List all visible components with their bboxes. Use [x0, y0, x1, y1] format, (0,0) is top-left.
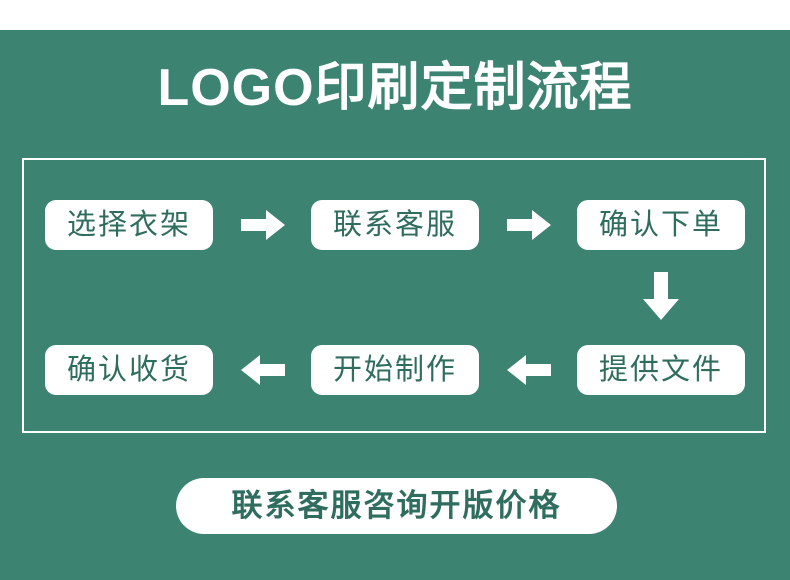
arrow-left-icon — [241, 355, 285, 385]
arrow-down-icon — [643, 272, 679, 320]
arrow-right-icon — [241, 210, 285, 240]
step-box-start-production[interactable]: 开始制作 — [311, 345, 479, 395]
top-white-strip — [0, 0, 790, 30]
arrow-left-icon — [507, 355, 551, 385]
contact-service-price-button[interactable]: 联系客服咨询开版价格 — [176, 478, 617, 534]
arrow-right-icon — [507, 210, 551, 240]
flow-diagram-frame — [22, 158, 766, 433]
step-box-select-hanger[interactable]: 选择衣架 — [45, 200, 213, 250]
step-box-provide-files[interactable]: 提供文件 — [577, 345, 745, 395]
page-title: LOGO印刷定制流程 — [157, 59, 633, 117]
step-box-contact-service[interactable]: 联系客服 — [311, 200, 479, 250]
step-box-confirm-order[interactable]: 确认下单 — [577, 200, 745, 250]
step-box-confirm-receipt[interactable]: 确认收货 — [45, 345, 213, 395]
